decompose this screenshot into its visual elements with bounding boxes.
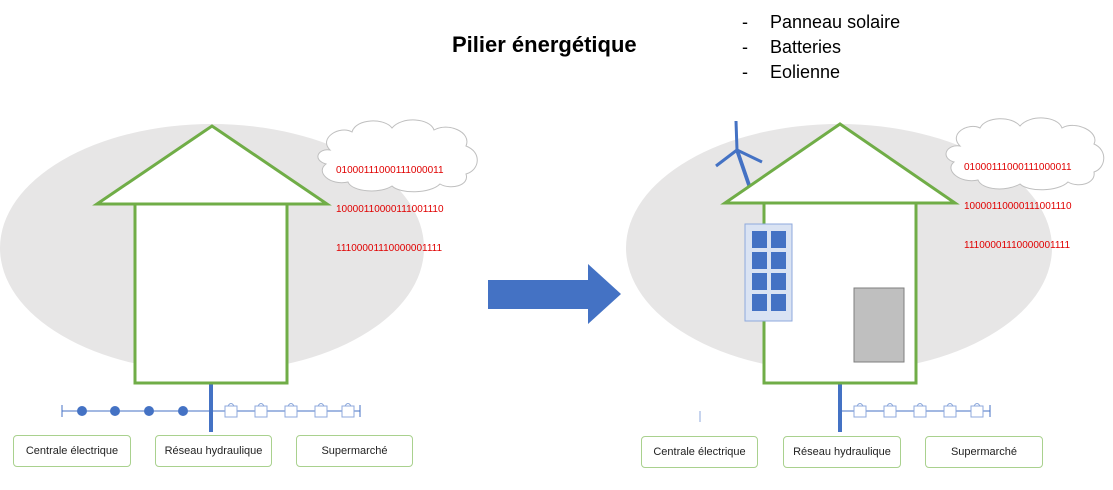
- market-nodes-after: [853, 405, 984, 418]
- house-body: [133, 202, 289, 385]
- binary-line: 01000111000111000011: [964, 162, 1072, 173]
- page-title: Pilier énergétique: [452, 32, 637, 57]
- power-node: [110, 406, 120, 416]
- power-node: [178, 406, 188, 416]
- feature-item: - Eolienne: [742, 60, 900, 85]
- feature-item: - Batteries: [742, 35, 900, 60]
- power-node: [77, 406, 87, 416]
- transition-arrow: [488, 264, 621, 324]
- market-nodes-before: [224, 405, 355, 418]
- box-water-network-before: Réseau hydraulique: [155, 435, 272, 467]
- box-power-plant-after: Centrale électrique: [641, 436, 758, 468]
- binary-text-before: 01000111000111000011 1000011000011100111…: [336, 138, 444, 268]
- bullet-dash: -: [742, 12, 748, 32]
- scene-after: [626, 117, 1105, 432]
- binary-text-after: 01000111000111000011 1000011000011100111…: [964, 135, 1072, 265]
- solar-panel-icon: [744, 223, 793, 322]
- data-cloud-after: [945, 117, 1105, 191]
- feature-label: Eolienne: [770, 62, 841, 82]
- box-supermarket-after: Supermarché: [925, 436, 1043, 468]
- wind-turbine-icon: [715, 120, 763, 188]
- bullet-dash: -: [742, 37, 748, 57]
- house-before: [92, 124, 332, 385]
- feature-list: - Panneau solaire - Batteries - Eolienne: [742, 10, 900, 85]
- scene-before: [0, 119, 478, 432]
- box-water-network-after: Réseau hydraulique: [783, 436, 901, 468]
- binary-line: 11100001110000001111: [336, 243, 443, 254]
- data-cloud-before: [317, 119, 478, 193]
- power-node: [144, 406, 154, 416]
- feature-item: - Panneau solaire: [742, 10, 900, 35]
- battery-icon: [853, 287, 905, 363]
- box-power-plant-before: Centrale électrique: [13, 435, 131, 467]
- box-supermarket-before: Supermarché: [296, 435, 413, 467]
- binary-line: 01000111000111000011: [336, 165, 444, 176]
- feature-label: Panneau solaire: [770, 12, 901, 32]
- bullet-dash: -: [742, 62, 748, 82]
- binary-line: 10000110000111001110: [964, 201, 1072, 212]
- binary-line: 10000110000111001110: [336, 204, 444, 215]
- feature-label: Batteries: [770, 37, 842, 57]
- binary-line: 11100001110000001111: [964, 240, 1071, 251]
